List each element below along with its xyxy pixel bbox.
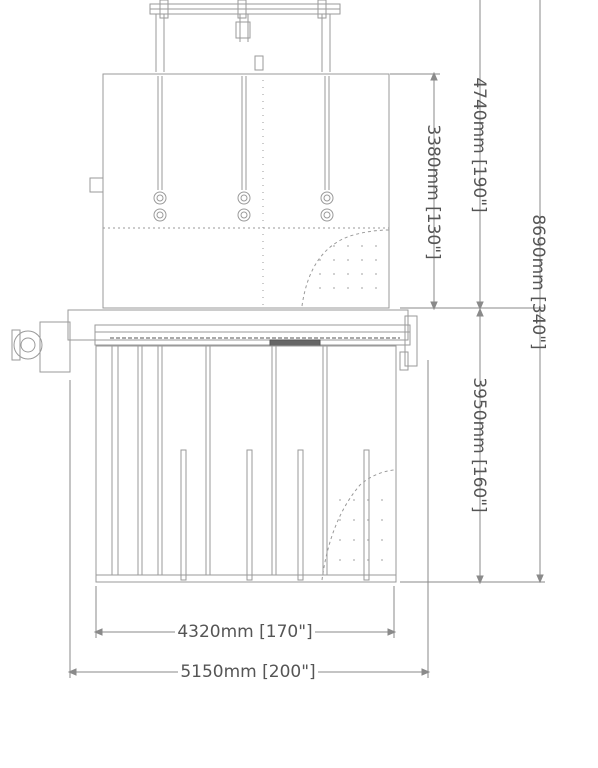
inner-width-label: 4320mm [170"] <box>175 622 315 642</box>
bridge-assembly <box>11 309 418 373</box>
dimension-lines <box>67 0 545 678</box>
air-float-dots <box>319 245 383 561</box>
lower-table <box>95 345 397 583</box>
overall-height-label: 8690mm [340"] <box>528 214 548 350</box>
upper-table <box>89 73 390 309</box>
upper-section-height-label: 3380mm [130"] <box>423 124 443 260</box>
top-height-label: 4740mm [190"] <box>469 77 489 213</box>
top-gantry <box>149 0 341 72</box>
overall-width-label: 5150mm [200"] <box>178 662 318 682</box>
lower-section-height-label: 3950mm [160"] <box>469 377 489 513</box>
